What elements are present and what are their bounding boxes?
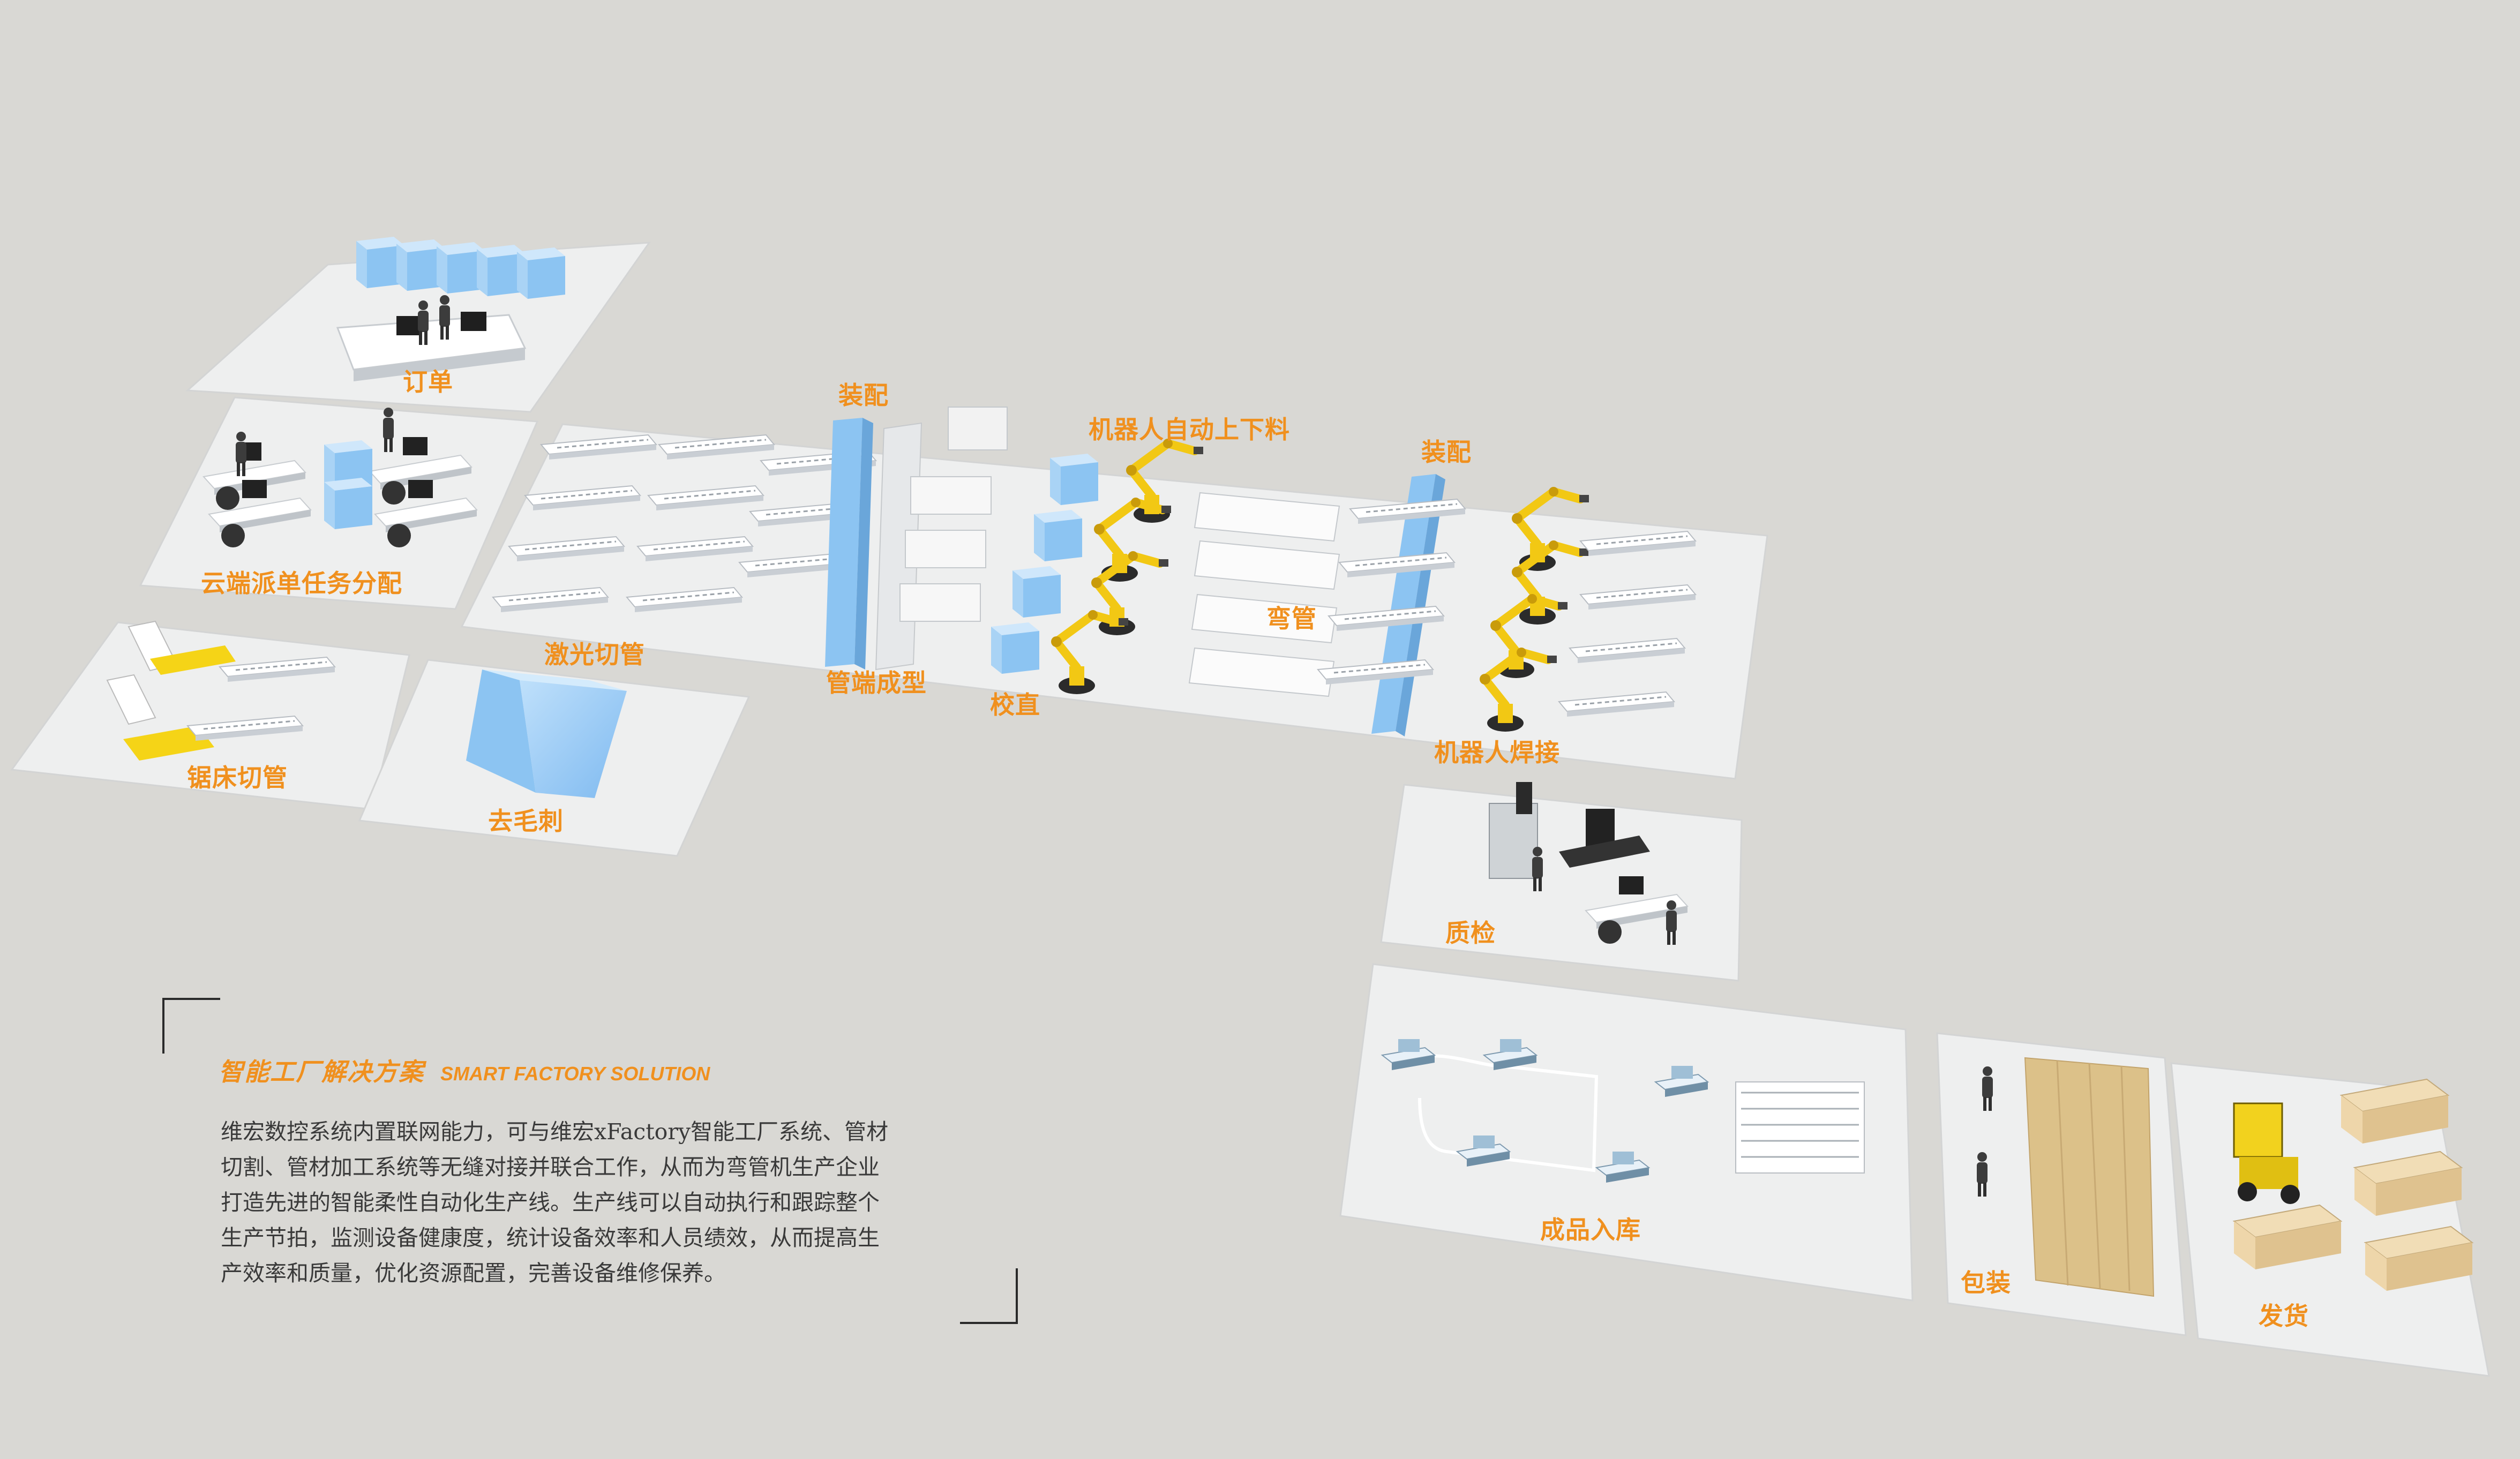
station-label-assembly-1: 装配 bbox=[838, 381, 889, 410]
station-label-assembly-2: 装配 bbox=[1421, 438, 1472, 467]
bracket-top-left bbox=[162, 998, 220, 1054]
station-label-straightening: 校直 bbox=[990, 690, 1040, 719]
station-label-bending: 弯管 bbox=[1266, 604, 1317, 633]
station-label-packaging: 包装 bbox=[1961, 1268, 2011, 1297]
inspection-station bbox=[1489, 782, 1650, 879]
tube-end-forming-units bbox=[899, 407, 1008, 622]
platform-quality-check bbox=[1380, 782, 1743, 982]
saw-machine-2 bbox=[106, 674, 304, 761]
platform-deburring bbox=[358, 659, 751, 857]
saw-machine-1 bbox=[128, 620, 336, 683]
station-label-tube-end-forming: 管端成型 bbox=[826, 668, 927, 697]
agv-track bbox=[1403, 1054, 1599, 1172]
station-label-order: 订单 bbox=[403, 367, 453, 396]
solution-title: 智能工厂解决方案 SMART FACTORY SOLUTION bbox=[219, 1052, 710, 1088]
platform-production-line bbox=[460, 407, 1768, 780]
storage-racks bbox=[1735, 1081, 1865, 1174]
bracket-bottom-right bbox=[960, 1268, 1018, 1324]
station-label-saw-cutting: 锯床切管 bbox=[187, 763, 288, 792]
forklift bbox=[2233, 1102, 2300, 1204]
station-label-cloud-dispatch: 云端派单任务分配 bbox=[201, 569, 402, 598]
station-label-laser-cutting: 激光切管 bbox=[544, 640, 645, 669]
platform-shipping bbox=[2170, 1062, 2490, 1377]
platform-order bbox=[185, 237, 651, 413]
station-label-robot-welding: 机器人焊接 bbox=[1434, 738, 1560, 767]
station-label-shipping: 发货 bbox=[2259, 1302, 2309, 1330]
platform-warehousing bbox=[1339, 963, 1914, 1302]
solution-title-en: SMART FACTORY SOLUTION bbox=[440, 1063, 710, 1085]
deburring-machine bbox=[466, 670, 627, 798]
station-label-warehousing: 成品入库 bbox=[1540, 1215, 1641, 1244]
bending-machines bbox=[1188, 492, 1340, 697]
platform-packaging bbox=[1936, 1032, 2187, 1336]
order-desk bbox=[336, 295, 527, 381]
station-label-quality-check: 质检 bbox=[1445, 919, 1496, 947]
station-label-robot-loading: 机器人自动上下料 bbox=[1089, 415, 1290, 444]
solution-title-zh: 智能工厂解决方案 bbox=[219, 1057, 424, 1086]
station-label-deburring: 去毛刺 bbox=[488, 807, 564, 836]
solution-description: 维宏数控系统内置联网能力，可与维宏xFactory智能工厂系统、管材切割、管材加… bbox=[221, 1119, 889, 1286]
platform-cloud-dispatch bbox=[139, 396, 539, 610]
